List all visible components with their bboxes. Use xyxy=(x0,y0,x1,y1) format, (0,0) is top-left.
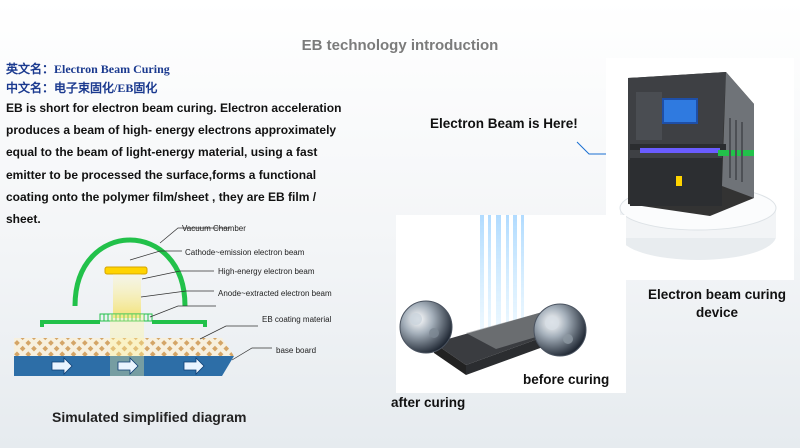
label-cathode: Cathode~emission electron beam xyxy=(185,248,305,257)
label-coating: EB coating material xyxy=(262,315,332,324)
english-name: 英文名：Electron Beam Curing xyxy=(6,62,170,76)
after-curing-sphere xyxy=(399,300,453,354)
electron-beam-glow xyxy=(113,274,141,318)
device-caption-line2: device xyxy=(695,305,739,320)
vacuum-chamber-dome xyxy=(72,237,188,307)
label-high-energy-beam: High-energy electron beam xyxy=(218,267,315,276)
before-curing-sphere xyxy=(533,303,587,357)
electron-beam-rays xyxy=(480,215,524,337)
label-vacuum-chamber: Vacuum Chamber xyxy=(182,224,246,233)
anode-window xyxy=(99,313,153,322)
label-anode: Anode~extracted electron beam xyxy=(218,289,332,298)
device-caption: Electron beam curing device xyxy=(627,286,800,322)
simplified-diagram: Vacuum Chamber Cathode~emission electron… xyxy=(14,224,332,376)
chinese-name: 中文名：电子束固化/EB固化 xyxy=(6,81,158,95)
device-caption-line1: Electron beam curing xyxy=(647,287,787,302)
cathode-bar xyxy=(104,266,148,275)
electron-beam-callout: Electron Beam is Here! xyxy=(430,116,578,131)
coating-layer xyxy=(14,338,234,356)
diagram-caption: Simulated simplified diagram xyxy=(52,409,247,425)
before-curing-label: before curing xyxy=(523,372,610,387)
label-base-board: base board xyxy=(276,346,316,355)
after-curing-label: after curing xyxy=(391,395,466,410)
eb-curing-device-image xyxy=(606,58,794,280)
direction-arrows xyxy=(51,357,205,375)
description-text: EB is short for electron beam curing. El… xyxy=(6,101,342,227)
chamber-base xyxy=(40,320,207,327)
page-title: EB technology introduction xyxy=(301,37,499,54)
curing-illustration xyxy=(396,215,626,393)
